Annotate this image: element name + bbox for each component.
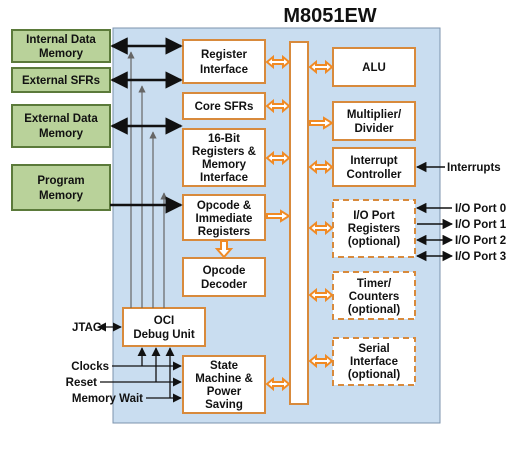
reset-label: Reset (66, 377, 97, 389)
svg-text:Opcode: Opcode (203, 265, 246, 277)
core-sfrs-block: Core SFRs (182, 92, 266, 120)
opcode-immediate-registers-block: Opcode & Immediate Registers (182, 194, 266, 241)
program-memory-block: Program Memory (11, 164, 111, 211)
io-port-1-label: I/O Port 1 (455, 219, 507, 231)
svg-text:Machine &: Machine & (195, 373, 253, 385)
svg-text:Core SFRs: Core SFRs (195, 101, 254, 113)
svg-text:Memory: Memory (39, 128, 84, 140)
external-bus-arrows (110, 37, 183, 214)
io-port-0-label: I/O Port 0 (455, 203, 506, 215)
svg-text:Memory: Memory (39, 190, 84, 202)
internal-data-memory-block: Internal Data Memory (11, 29, 111, 63)
svg-text:Internal Data: Internal Data (26, 34, 96, 46)
io-port-2-label: I/O Port 2 (455, 235, 506, 247)
svg-text:(optional): (optional) (348, 369, 401, 381)
svg-text:Controller: Controller (347, 169, 402, 181)
interrupt-controller-block: Interrupt Controller (332, 147, 416, 187)
io-port-3-label: I/O Port 3 (455, 251, 506, 263)
right-signal-lines (415, 161, 454, 262)
svg-text:Timer/: Timer/ (357, 278, 392, 290)
io-port-registers-block: I/O Port Registers (optional) (332, 199, 416, 258)
interrupts-label: Interrupts (447, 162, 501, 174)
svg-text:16-Bit: 16-Bit (208, 133, 240, 145)
svg-text:Divider: Divider (355, 123, 395, 135)
svg-text:(optional): (optional) (348, 236, 401, 248)
svg-text:Registers: Registers (348, 223, 400, 235)
timer-counters-block: Timer/ Counters (optional) (332, 271, 416, 320)
state-machine-block: State Machine & Power Saving (182, 355, 266, 414)
svg-text:OCI: OCI (154, 315, 174, 327)
multiplier-divider-block: Multiplier/ Divider (332, 101, 416, 141)
svg-text:Power: Power (207, 386, 242, 398)
memory-wait-label: Memory Wait (72, 393, 143, 405)
svg-text:Debug Unit: Debug Unit (133, 329, 194, 341)
svg-text:Memory: Memory (202, 159, 247, 171)
svg-text:External Data: External Data (24, 113, 98, 125)
svg-text:I/O Port: I/O Port (353, 210, 395, 222)
svg-text:Decoder: Decoder (201, 279, 248, 291)
diagram-title: M8051EW (283, 5, 376, 27)
svg-text:Serial: Serial (358, 343, 389, 355)
oci-debug-unit-block: OCI Debug Unit (122, 307, 206, 347)
svg-text:External SFRs: External SFRs (22, 75, 100, 87)
svg-text:Register: Register (201, 49, 248, 61)
internal-bus-arrows (214, 54, 334, 392)
opcode-decoder-block: Opcode Decoder (182, 257, 266, 297)
svg-text:Saving: Saving (205, 399, 243, 411)
clocks-label: Clocks (71, 361, 109, 373)
svg-text:Interface: Interface (200, 172, 248, 184)
internal-bus (289, 41, 309, 405)
svg-text:Immediate: Immediate (196, 213, 253, 225)
svg-text:Multiplier/: Multiplier/ (347, 109, 402, 121)
svg-text:Interface: Interface (350, 356, 398, 368)
alu-block: ALU (332, 47, 416, 87)
svg-text:Counters: Counters (349, 291, 399, 303)
external-data-memory-block: External Data Memory (11, 104, 111, 148)
serial-interface-block: Serial Interface (optional) (332, 337, 416, 386)
svg-text:Registers &: Registers & (192, 146, 256, 158)
svg-text:Interface: Interface (200, 64, 248, 76)
svg-text:Program: Program (37, 175, 84, 187)
jtag-label: JTAG (72, 322, 102, 334)
svg-text:Opcode &: Opcode & (197, 200, 251, 212)
svg-text:Registers: Registers (198, 226, 250, 238)
external-sfrs-block: External SFRs (11, 67, 111, 93)
svg-text:Interrupt: Interrupt (350, 155, 397, 167)
registers-memory-interface-block: 16-Bit Registers & Memory Interface (182, 128, 266, 187)
svg-text:(optional): (optional) (348, 304, 401, 316)
svg-text:Memory: Memory (39, 48, 84, 60)
svg-text:State: State (210, 360, 238, 372)
register-interface-block: Register Interface (182, 39, 266, 84)
left-signal-lines (97, 322, 182, 403)
svg-text:ALU: ALU (362, 62, 386, 74)
